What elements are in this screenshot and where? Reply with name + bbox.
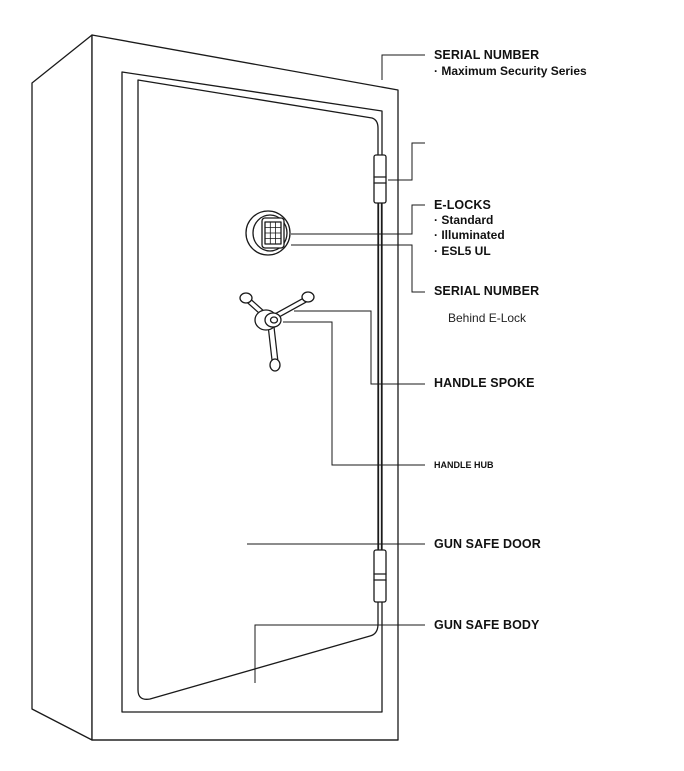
leader-elocks	[291, 204, 425, 235]
gun-safe-door-label: GUN SAFE DOOR	[434, 537, 541, 551]
elock-item-illuminated: · Illuminated	[434, 228, 505, 242]
handle-spokes	[239, 291, 315, 372]
leader-serial-mid	[291, 244, 425, 293]
leader-body	[254, 624, 425, 683]
elock-item-esl5: · ESL5 UL	[434, 244, 491, 258]
safe-body-outline	[31, 34, 399, 741]
leader-handle-spoke	[294, 310, 425, 385]
hinge-top	[373, 154, 387, 204]
hinge-rod	[377, 199, 383, 553]
elock-keypad	[245, 210, 291, 256]
series-item: · Maximum Security Series	[434, 64, 587, 78]
gun-safe-body-label: GUN SAFE BODY	[434, 618, 540, 632]
leader-serial-top	[381, 54, 425, 80]
elock-item-standard: · Standard	[434, 213, 494, 227]
safe-door-outline	[121, 71, 383, 713]
serial-number-note: Behind E-Lock	[448, 311, 527, 325]
handle-hub-label: HANDLE HUB	[434, 460, 494, 470]
elocks-label: E-LOCKS	[434, 198, 491, 212]
leader-handle-hub	[283, 321, 425, 466]
hinge-bottom	[373, 549, 387, 603]
leader-hinge	[388, 142, 425, 181]
serial-number-label-mid: SERIAL NUMBER	[434, 284, 540, 298]
serial-number-label-top: SERIAL NUMBER	[434, 48, 540, 62]
handle-spoke-label: HANDLE SPOKE	[434, 376, 535, 390]
handle-hub	[254, 309, 282, 331]
